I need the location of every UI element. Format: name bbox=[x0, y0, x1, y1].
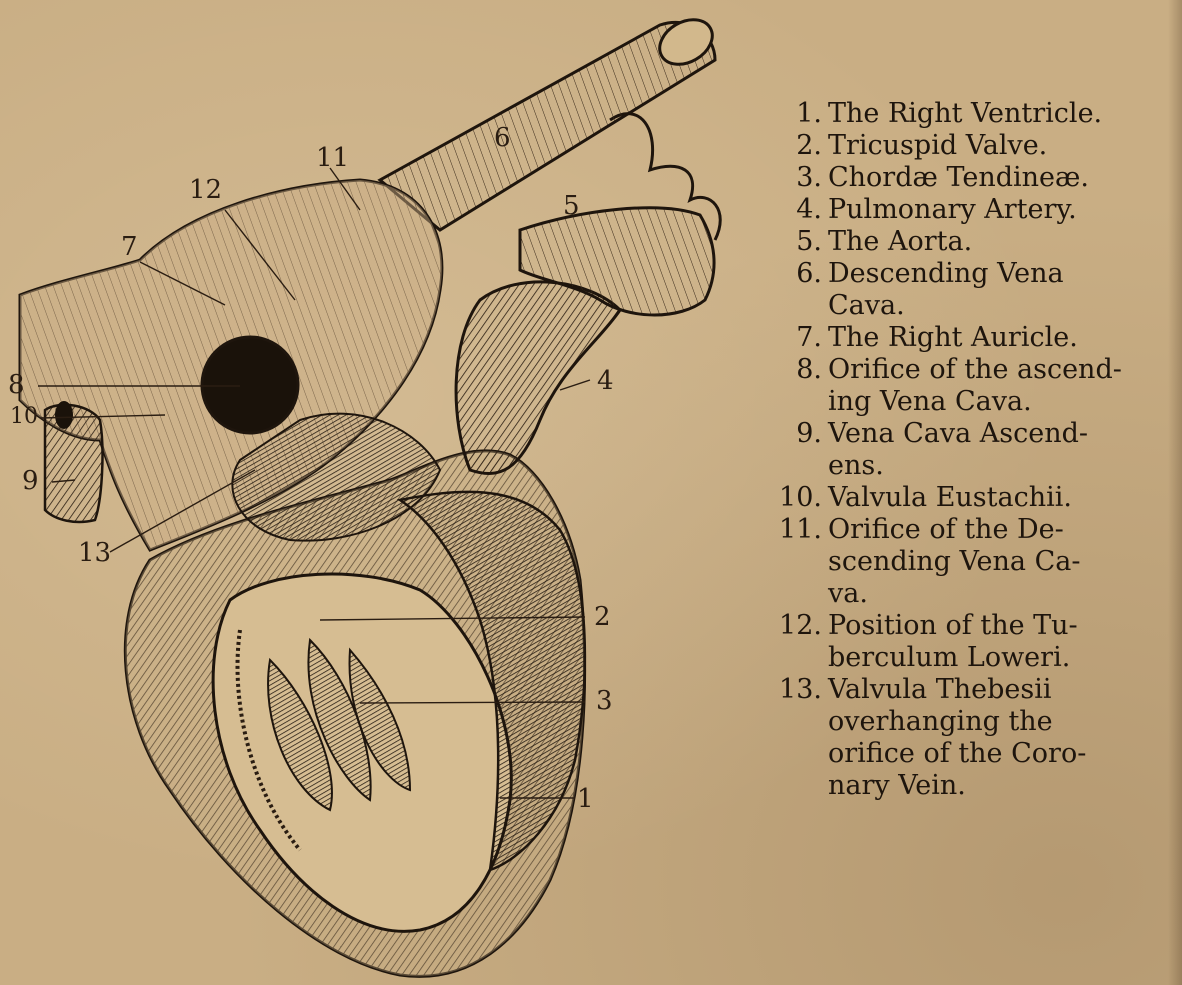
callout-1: 1 bbox=[577, 786, 594, 812]
legend-item: 7. The Right Auricle. bbox=[760, 322, 1180, 354]
legend-number: 9. bbox=[760, 418, 822, 450]
callout-7: 7 bbox=[121, 234, 138, 260]
legend-number: 12. bbox=[760, 610, 822, 642]
legend-number: 7. bbox=[760, 322, 822, 354]
legend-text: The Aorta. bbox=[828, 226, 1176, 258]
legend-text: Valvula Thebesii overhanging the orifice… bbox=[828, 674, 1176, 802]
legend-item: 10. Valvula Eustachii. bbox=[760, 482, 1180, 514]
legend-item: 9. Vena Cava Ascend- ens. bbox=[760, 418, 1180, 482]
legend-text: Chordæ Tendineæ. bbox=[828, 162, 1176, 194]
legend-item: 8. Orifice of the ascend- ing Vena Cava. bbox=[760, 354, 1180, 418]
vena-cava-ascendens bbox=[45, 405, 102, 522]
legend-item: 2. Tricuspid Valve. bbox=[760, 130, 1180, 162]
callout-9: 9 bbox=[22, 468, 39, 494]
legend-text: The Right Ventricle. bbox=[828, 98, 1176, 130]
legend-text: Descending Vena Cava. bbox=[828, 258, 1176, 322]
pulmonary-artery bbox=[456, 282, 620, 474]
legend-number: 13. bbox=[760, 674, 822, 706]
legend-item: 6. Descending Vena Cava. bbox=[760, 258, 1180, 322]
legend-number: 6. bbox=[760, 258, 822, 290]
callout-3: 3 bbox=[596, 688, 613, 714]
legend-text: Vena Cava Ascend- ens. bbox=[828, 418, 1176, 482]
callout-10: 10 bbox=[10, 406, 38, 428]
legend-number: 4. bbox=[760, 194, 822, 226]
legend-text: Tricuspid Valve. bbox=[828, 130, 1176, 162]
legend-text: Position of the Tu- berculum Loweri. bbox=[828, 610, 1176, 674]
callout-2: 2 bbox=[594, 604, 611, 630]
legend-text: Pulmonary Artery. bbox=[828, 194, 1176, 226]
callout-5: 5 bbox=[563, 193, 580, 219]
callout-11: 11 bbox=[316, 145, 349, 171]
legend: 1. The Right Ventricle. 2. Tricuspid Val… bbox=[760, 98, 1180, 802]
legend-number: 8. bbox=[760, 354, 822, 386]
callout-4: 4 bbox=[597, 368, 614, 394]
callout-12: 12 bbox=[189, 177, 222, 203]
legend-number: 2. bbox=[760, 130, 822, 162]
legend-text: Orifice of the ascend- ing Vena Cava. bbox=[828, 354, 1176, 418]
legend-item: 4. Pulmonary Artery. bbox=[760, 194, 1180, 226]
callout-6: 6 bbox=[494, 125, 511, 151]
heart-illustration bbox=[0, 0, 760, 985]
legend-number: 3. bbox=[760, 162, 822, 194]
legend-item: 11. Orifice of the De- scending Vena Ca-… bbox=[760, 514, 1180, 610]
legend-number: 1. bbox=[760, 98, 822, 130]
legend-item: 1. The Right Ventricle. bbox=[760, 98, 1180, 130]
legend-number: 10. bbox=[760, 482, 822, 514]
callout-8: 8 bbox=[8, 372, 25, 398]
legend-number: 11. bbox=[760, 514, 822, 546]
legend-item: 5. The Aorta. bbox=[760, 226, 1180, 258]
legend-item: 12. Position of the Tu- berculum Loweri. bbox=[760, 610, 1180, 674]
legend-number: 5. bbox=[760, 226, 822, 258]
callout-13: 13 bbox=[78, 540, 111, 566]
legend-item: 13. Valvula Thebesii overhanging the ori… bbox=[760, 674, 1180, 802]
legend-text: Valvula Eustachii. bbox=[828, 482, 1176, 514]
legend-item: 3. Chordæ Tendineæ. bbox=[760, 162, 1180, 194]
orifice-ascending-vena-cava bbox=[202, 337, 298, 433]
legend-text: The Right Auricle. bbox=[828, 322, 1176, 354]
legend-text: Orifice of the De- scending Vena Ca- va. bbox=[828, 514, 1176, 610]
